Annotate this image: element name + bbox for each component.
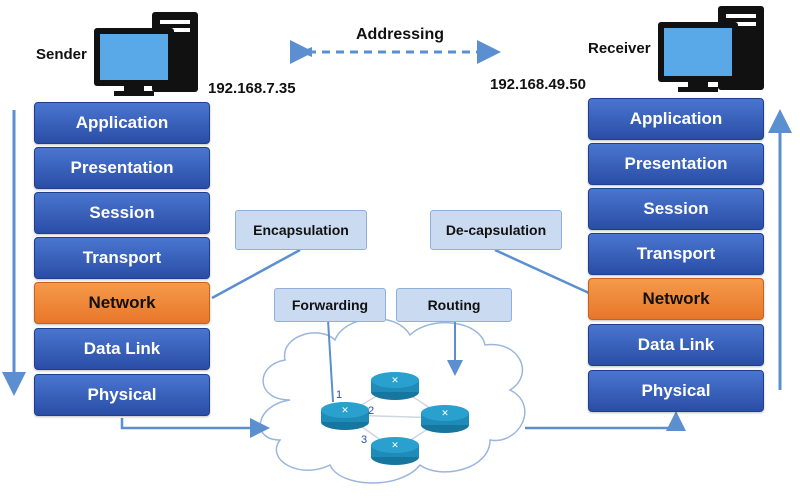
receiver-layer-network: Network: [588, 278, 764, 320]
sender-layer-application: Application: [34, 102, 210, 144]
addressing-label: Addressing: [356, 26, 445, 43]
svg-text:✕: ✕: [391, 440, 399, 450]
receiver-layer-transport: Transport: [588, 233, 764, 275]
decapsulation-connector: [494, 248, 601, 300]
sender-layer-network: Network: [34, 282, 210, 324]
router-icon-3: ✕: [421, 405, 469, 433]
svg-text:✕: ✕: [441, 408, 449, 418]
router-icon-2: ✕: [371, 372, 419, 400]
receiver-layer-data-link: Data Link: [588, 324, 764, 366]
receiver-layer-session: Session: [588, 188, 764, 230]
link-label-2: 2: [368, 405, 374, 417]
router-icon-4: ✕: [371, 437, 419, 465]
sender-layer-presentation: Presentation: [34, 147, 210, 189]
receiver-layer-presentation: Presentation: [588, 143, 764, 185]
routing-callout: Routing: [396, 288, 512, 322]
receiver-ip: 192.168.49.50: [490, 76, 586, 93]
link-label-3: 3: [361, 434, 367, 446]
decapsulation-callout: De-capsulation: [430, 210, 562, 250]
sender-layer-physical: Physical: [34, 374, 210, 416]
network-cloud: [259, 317, 526, 484]
svg-text:✕: ✕: [341, 405, 349, 415]
encapsulation-callout: Encapsulation: [235, 210, 367, 250]
receiver-layer-application: Application: [588, 98, 764, 140]
receiver-computer-icon: [658, 6, 764, 92]
cloud-to-receiver-arrow: [525, 411, 686, 431]
sender-layer-session: Session: [34, 192, 210, 234]
forwarding-callout: Forwarding: [274, 288, 386, 322]
forwarding-connector: [327, 319, 334, 403]
router-icon-1: ✕: [321, 402, 369, 430]
receiver-label: Receiver: [588, 40, 651, 57]
encapsulation-connector: [211, 248, 301, 300]
sender-layer-data-link: Data Link: [34, 328, 210, 370]
sender-to-cloud-arrow: [120, 418, 270, 438]
sender-label: Sender: [36, 46, 87, 63]
svg-text:✕: ✕: [391, 375, 399, 385]
sender-layer-transport: Transport: [34, 237, 210, 279]
link-label-1: 1: [336, 389, 342, 401]
sender-ip: 192.168.7.35: [208, 80, 296, 97]
receiver-layer-physical: Physical: [588, 370, 764, 412]
sender-computer-icon: [94, 12, 198, 96]
